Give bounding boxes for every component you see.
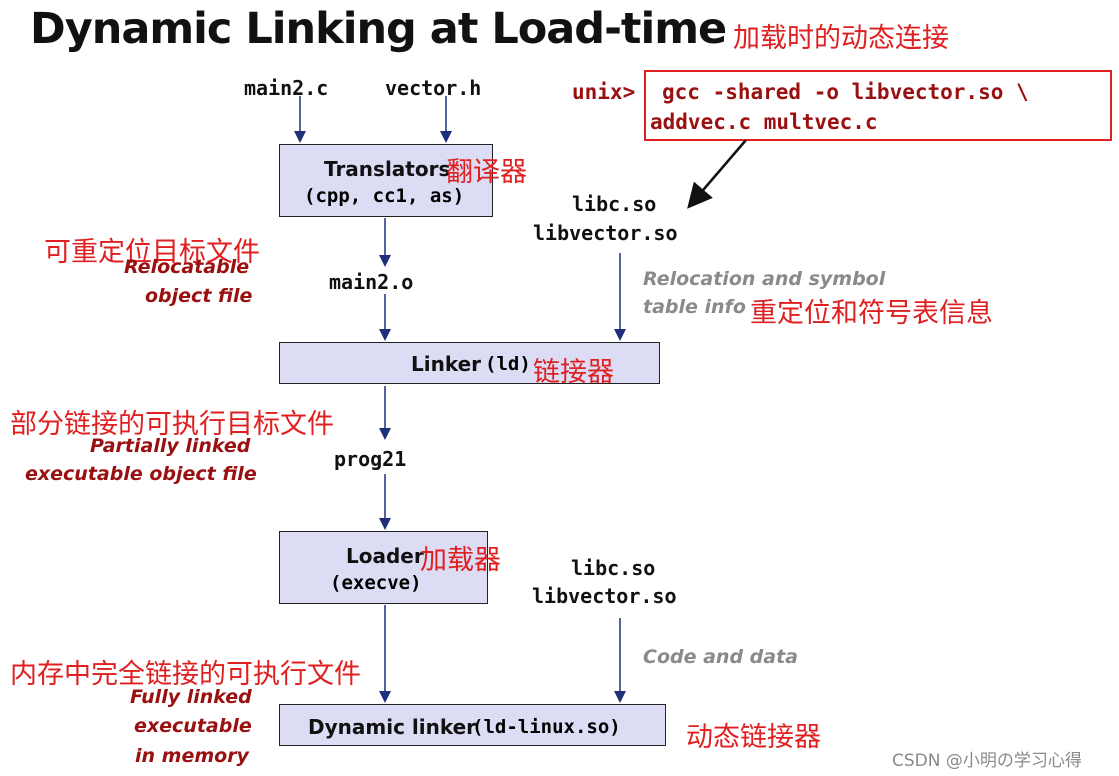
relocatable-line2: object file [145,285,253,307]
libc-so-top: libc.so [572,192,657,216]
reloc-info-line1: Relocation and symbol [643,268,886,290]
command-box: gcc -shared -o libvector.so \ addvec.c m… [644,70,1112,141]
input-vector-h: vector.h [385,76,482,100]
arrow-command-libs [687,139,747,209]
reloc-info-line2: table info [643,296,746,318]
loader-box: Loader (execve) [279,531,488,604]
linker-label: Linker [411,352,482,376]
linker-cn: 链接器 [533,357,614,388]
linker-code: (ld) [485,353,531,375]
input-main2-c: main2.c [244,76,329,100]
partial-line1: Partially linked [90,435,251,457]
full-line2: executable [134,715,252,737]
translators-args: (cpp, cc1, as) [304,185,465,207]
main2-o: main2.o [329,270,414,294]
dynamic-linker-cn: 动态链接器 [686,722,821,753]
translators-box: Translators (cpp, cc1, as) [279,144,493,217]
command-line-1: gcc -shared -o libvector.so \ [662,80,1029,104]
reloc-info-cn: 重定位和符号表信息 [750,298,993,329]
prog21: prog21 [334,447,407,471]
libvector-so-bottom: libvector.so [532,584,677,608]
relocatable-line1: Relocatable [124,256,250,278]
dynamic-linker-label: Dynamic linker [308,715,477,739]
loader-label: Loader [346,544,424,568]
dynamic-linker-box: Dynamic linker (ld-linux.so) [279,704,666,746]
loader-args: (execve) [330,572,422,594]
full-line3: in memory [135,745,249,767]
relocatable-cn: 可重定位目标文件 [44,237,260,268]
partial-line2: executable object file [25,463,257,485]
full-cn: 内存中完全链接的可执行文件 [10,659,361,690]
page-title: Dynamic Linking at Load-time [30,4,727,54]
command-line-2: addvec.c multvec.c [650,110,878,134]
loader-cn: 加载器 [420,545,501,576]
watermark: CSDN @小明の学习心得 [892,751,1082,771]
libvector-so-top: libvector.so [533,221,678,245]
linker-box: Linker (ld) [279,342,660,384]
translators-label: Translators [324,157,451,181]
translators-cn: 翻译器 [446,157,527,188]
code-and-data: Code and data [643,646,798,668]
command-prompt: unix> [572,80,636,104]
partial-cn: 部分链接的可执行目标文件 [10,409,334,440]
title-cn: 加载时的动态连接 [733,23,949,54]
dynamic-linker-code: (ld-linux.so) [472,716,621,738]
full-line1: Fully linked [130,686,252,708]
libc-so-bottom: libc.so [571,556,656,580]
